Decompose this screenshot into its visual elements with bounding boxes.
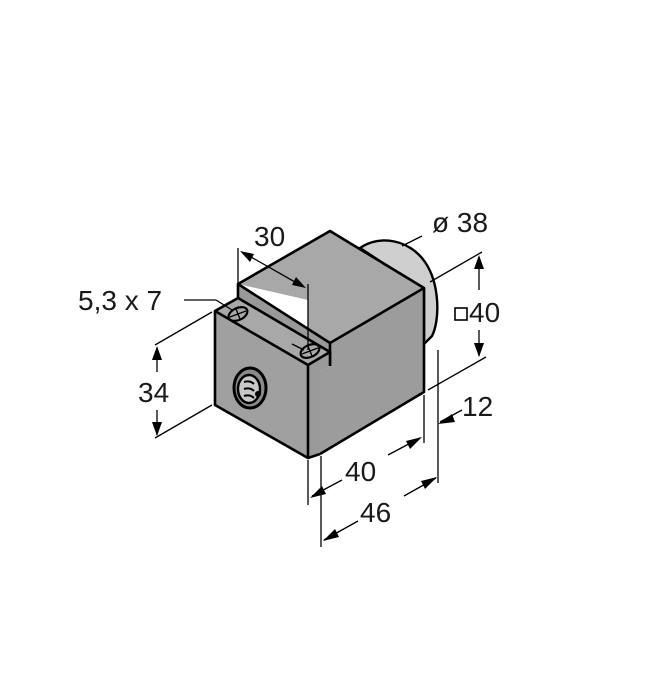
mounting-hole-left [227,306,249,322]
housing-upper-block [236,229,426,456]
connector-socket-icon [232,366,268,410]
dim-label-diameter: ø 38 [432,207,488,238]
dim-label-30: 30 [254,221,285,252]
dim-face-offset: 12 [423,350,493,483]
dim-label-40: 40 [345,456,376,487]
dim-label-34: 34 [138,377,169,408]
dim-square: 40 [427,251,500,391]
dim-label-46: 46 [360,497,391,528]
dim-label-hole-size: 5,3 x 7 [78,285,162,316]
dim-label-12: 12 [462,391,493,422]
dim-face-diameter: ø 38 [401,207,488,247]
dim-overall-length: 46 [320,456,437,547]
dim-body-length: 40 [307,437,422,505]
dim-label-square: 40 [469,297,500,328]
dim-height: 34 [138,311,213,439]
sensing-face [357,239,439,347]
square-symbol-icon [454,307,468,321]
dim-hole-spacing: 30 [237,221,309,350]
dim-hole-size: 5,3 x 7 [78,285,233,316]
